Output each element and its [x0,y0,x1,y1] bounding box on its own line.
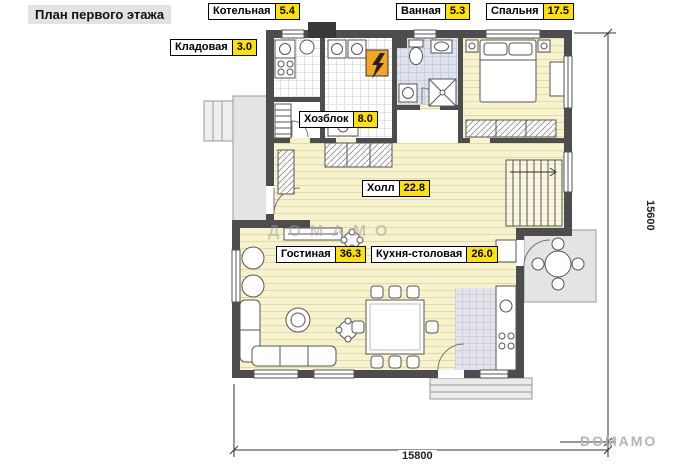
tv-stand-icon [283,227,343,241]
window-stairs-right [563,151,573,193]
stove-icon [274,57,296,79]
dimension-width: 15800 [398,450,437,462]
room-label-kuhnya-stolovaya: Кухня-столовая 26.0 [371,246,498,263]
armchair-icon [241,274,265,298]
vent-shaft [397,38,407,48]
fridge-icon [495,239,517,263]
lightning-bolt-icon [372,53,385,79]
wardrobes [277,119,557,195]
bathroom-fixtures [398,39,457,107]
wardrobe-hall [324,142,393,168]
porch-left [203,95,271,229]
room-name: Гостиная [276,246,336,263]
shower-icon [428,78,457,107]
room-name: Котельная [208,3,276,20]
door-back-entrance [437,343,465,378]
room-label-gostinaya: Гостиная 36.3 [276,246,367,263]
room-name: Ванная [396,3,446,20]
toilet-icon [408,39,424,65]
dimension-height: 15600 [644,200,656,231]
window-bathroom [413,29,437,39]
room-label-hozblok: Хозблок 8.0 [299,111,378,128]
bath-sink-icon [430,39,453,54]
window-boiler [281,29,305,39]
window-living-bottom-1 [253,369,299,379]
terrace-furniture [531,237,585,291]
watermark-corner: DOMAMO [580,433,658,449]
room-area-badge: 22.8 [399,180,431,197]
room-name: Спальня [486,3,544,20]
wardrobe-bedroom [465,119,557,138]
room-name: Кладовая [170,39,233,56]
stairs-icon [505,159,563,227]
window-bedroom-right [563,55,573,109]
watermark-center: ДОМАМО [268,223,397,240]
boiler-room-fixtures [274,39,315,79]
bath-washer-icon [398,83,418,103]
kitchen-counter-icon [495,285,517,371]
room-name: Холл [362,180,400,197]
room-area-badge: 3.0 [232,39,257,56]
armchair-icon [241,246,265,270]
terrace-chair-icon [531,257,545,271]
window-kitchen-bottom [479,369,509,379]
coffee-table-icon [285,307,311,333]
room-area-badge: 8.0 [353,111,378,128]
dining-table-icon [365,299,425,355]
windows [231,29,573,379]
window-bedroom-top [485,29,541,39]
nightstand-icon [465,39,479,53]
room-label-kladovaya: Кладовая 3.0 [170,39,257,56]
terrace-chair-icon [571,257,585,271]
coat-closet-hall [277,149,295,195]
kitchen-sink-icon [499,299,513,313]
page-title: План первого этажа [28,5,172,24]
room-label-holl: Холл 22.8 [362,180,431,197]
room-area-badge: 26.0 [467,246,498,263]
door-terrace [516,239,551,267]
door-entrance-left [266,186,301,215]
room-label-spalnya: Спальня 17.5 [486,3,574,20]
terrace-chair-icon [551,277,565,291]
room-area-badge: 17.5 [543,3,574,20]
room-label-vannaya: Ванная 5.3 [396,3,471,20]
corner-sofa-icon [239,299,337,367]
bed-icon [479,39,537,103]
porch-bottom [429,377,533,400]
dresser-icon [549,61,565,97]
kitchen-furniture [351,239,517,371]
dimension-lines [229,28,616,457]
sink-icon [279,43,291,55]
nightstand-icon [537,39,551,53]
terrace-chair-icon [551,237,565,251]
bedroom-furniture [465,39,565,103]
dining-chairs [351,285,439,369]
room-area-badge: 5.4 [275,3,300,20]
room-name: Хозблок [299,111,354,128]
room-label-kotelnaya: Котельная 5.4 [208,3,300,20]
room-name: Кухня-столовая [371,246,468,263]
boiler-icon [299,39,315,55]
chimney [308,22,336,38]
room-area-badge: 36.3 [335,246,367,263]
window-living-left [231,249,241,303]
storage-shelves-icon [274,103,292,139]
round-table-icon [544,250,572,278]
window-living-bottom-2 [313,369,355,379]
room-area-badge: 5.3 [445,3,471,20]
